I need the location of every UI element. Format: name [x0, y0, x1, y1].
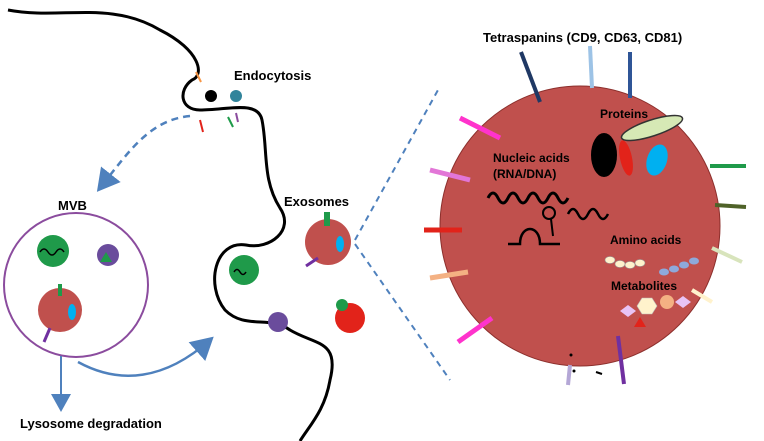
mvb-circle: [3, 212, 149, 358]
tetraspanin-spike: [519, 51, 542, 103]
exosome-small: [305, 219, 351, 265]
rna-loop: [542, 206, 556, 220]
mvb-label: MVB: [58, 198, 87, 213]
receptor-mark: [199, 119, 204, 133]
mvb-vesicle-green: [37, 235, 69, 267]
metabolite-diamond: [675, 296, 691, 308]
endocytosis-particle-teal: [230, 90, 242, 102]
tetraspanin-spike: [456, 315, 494, 345]
protein-red: [619, 140, 633, 176]
exosome-tetraspanin: [324, 212, 330, 226]
tetraspanin-spike: [714, 203, 747, 209]
metabolite-triangle: [634, 317, 646, 327]
metabolite-hexagon: [636, 297, 658, 315]
nucleic-label-line2: (RNA/DNA): [493, 167, 556, 181]
tetraspanin-spike: [429, 269, 469, 281]
amino-acids-label: Amino acids: [610, 233, 682, 247]
protein-blue: [646, 144, 668, 176]
protein-black: [591, 133, 617, 177]
amino-acid-bead: [624, 261, 636, 269]
vesicle-cargo: [100, 252, 112, 262]
particle-dash: [595, 371, 603, 375]
tetraspanin-spike: [711, 246, 743, 264]
protein-oval-green: [620, 114, 684, 142]
vesicle-green-membrane: [229, 255, 259, 285]
endocytosis-particle-black: [205, 90, 217, 102]
vesicle-protein: [68, 304, 76, 320]
metabolite-sphere: [660, 295, 674, 309]
particle-dot: [572, 369, 576, 373]
tetraspanins-label: Tetraspanins (CD9, CD63, CD81): [483, 30, 682, 45]
rna-stem: [550, 218, 554, 237]
zoom-line-top: [354, 89, 439, 241]
nucleic-label-line1: Nucleic acids: [493, 151, 570, 165]
vesicle-green-small: [336, 299, 348, 311]
tetraspanin-spike: [588, 45, 594, 89]
amino-acid-bead: [669, 265, 679, 273]
rna-strand-short: [566, 207, 610, 221]
tetraspanin-spike: [616, 335, 626, 385]
mvb-to-membrane-arrow: [77, 336, 214, 377]
receptor-mark: [227, 116, 234, 128]
endocytosis-to-mvb-arrow: [96, 114, 191, 192]
rna-strand-long: [486, 191, 570, 205]
amino-acid-bead: [604, 256, 616, 264]
vesicle-purple-membrane: [268, 312, 288, 332]
receptor-mark: [195, 71, 202, 83]
amino-acid-bead: [689, 257, 699, 265]
receptor-mark: [235, 112, 239, 123]
lysosome-label: Lysosome degradation: [20, 416, 162, 431]
vesicle-rna: [39, 248, 65, 256]
zoom-line-bottom: [354, 243, 451, 381]
metabolite-diamond: [620, 305, 636, 317]
amino-acid-bead: [634, 259, 646, 267]
amino-acid-bead: [659, 268, 669, 276]
tetraspanin-spike: [429, 167, 471, 183]
amino-acid-bead: [614, 260, 626, 268]
exosome-tetraspanin: [305, 256, 319, 268]
mvb-vesicle-red: [38, 288, 82, 332]
vesicle-rna: [233, 268, 247, 276]
tetraspanin-spike: [690, 288, 714, 304]
exosome-protein: [336, 236, 344, 252]
exosomes-label: Exosomes: [284, 194, 349, 209]
particle-dot: [569, 353, 573, 357]
metabolites-label: Metabolites: [611, 279, 677, 293]
proteins-label: Proteins: [600, 107, 648, 121]
amino-acid-bead: [679, 261, 689, 269]
dna-hairpin: [508, 227, 560, 246]
vesicle-tetraspanin: [58, 284, 62, 296]
tetraspanin-spike: [566, 364, 572, 386]
vesicle-tetraspanin: [42, 327, 52, 343]
endocytosis-label: Endocytosis: [234, 68, 311, 83]
cell-membrane: [7, 8, 334, 441]
tetraspanin-spike: [458, 115, 502, 141]
mvb-vesicle-purple: [97, 244, 119, 266]
